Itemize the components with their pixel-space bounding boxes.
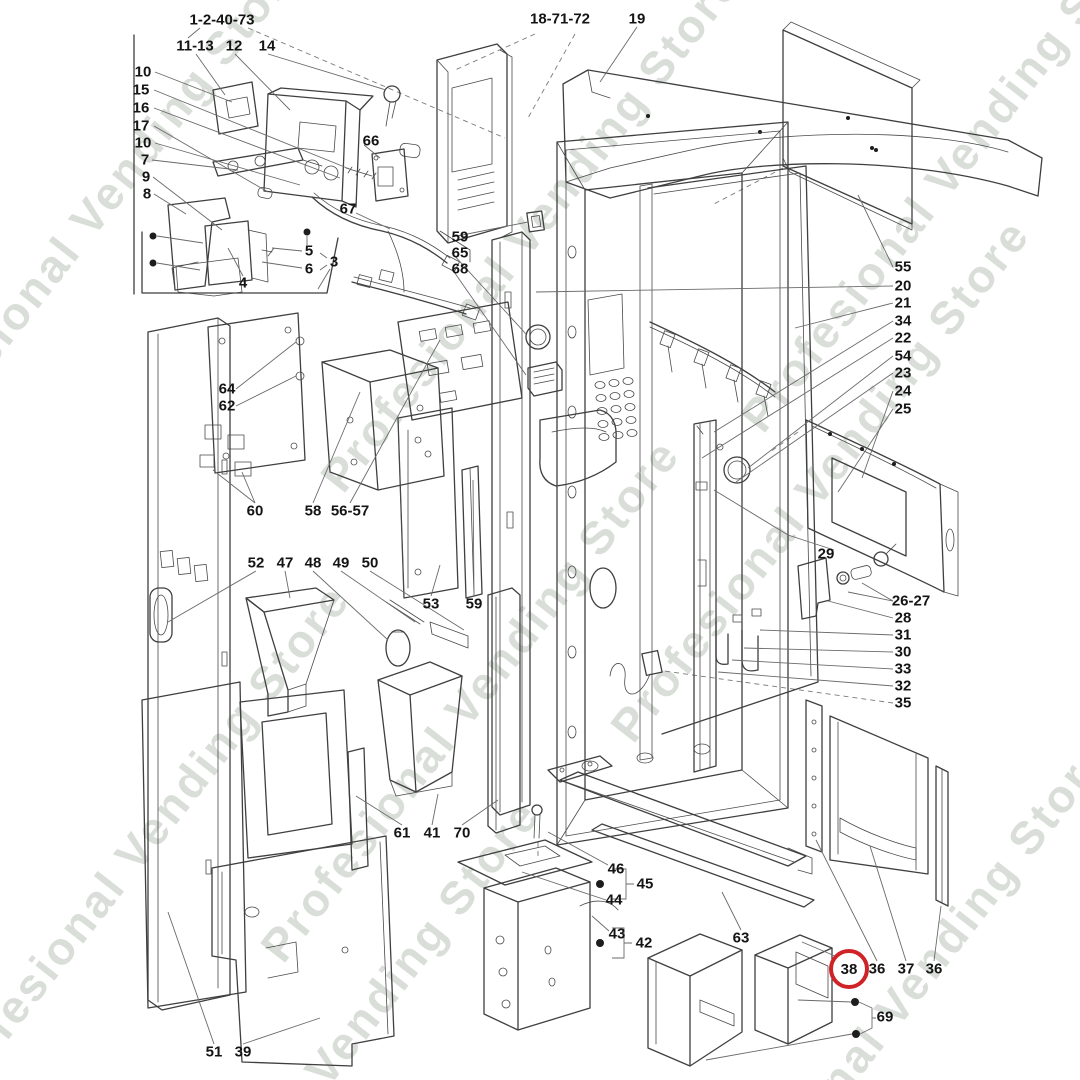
part-label-12: 12 — [225, 37, 243, 55]
part-label-5: 5 — [304, 242, 314, 260]
part-label-38: 38 — [829, 949, 869, 989]
part-label-59: 59 — [451, 228, 469, 246]
part-label-67: 67 — [339, 200, 357, 218]
part-label-3: 3 — [329, 253, 339, 271]
part-label-23: 23 — [894, 364, 912, 382]
part-label-36: 36 — [925, 960, 943, 978]
part-label-10: 10 — [134, 63, 152, 81]
display-bezel-drawing — [797, 419, 959, 620]
part-label-70: 70 — [453, 824, 471, 842]
part-label-51: 51 — [205, 1043, 223, 1061]
coin-board-and-harness-drawing — [311, 148, 481, 321]
part-label-56-57: 56-57 — [330, 502, 370, 520]
part-label-69: 69 — [876, 1008, 894, 1026]
part-label-64: 64 — [218, 380, 236, 398]
part-label-17: 17 — [132, 117, 150, 135]
mounting-bracket-drawing — [397, 407, 483, 599]
part-label-33: 33 — [894, 660, 912, 678]
part-label-55: 55 — [894, 258, 912, 276]
part-label-7: 7 — [140, 151, 150, 169]
part-label-44: 44 — [605, 891, 623, 909]
part-label-10: 10 — [134, 134, 152, 152]
part-label-35: 35 — [894, 694, 912, 712]
leader-lines — [151, 26, 942, 1061]
part-label-52: 52 — [247, 554, 265, 572]
part-label-43: 43 — [608, 925, 626, 943]
part-label-29: 29 — [817, 545, 835, 563]
part-label-34: 34 — [894, 312, 912, 330]
part-label-45: 45 — [636, 875, 654, 893]
part-label-19: 19 — [628, 10, 646, 28]
part-label-8: 8 — [142, 185, 152, 203]
part-label-49: 49 — [332, 554, 350, 572]
part-label-48: 48 — [304, 554, 322, 572]
part-label-53: 53 — [422, 595, 440, 613]
lower-left-frames-drawing — [239, 587, 521, 871]
part-label-31: 31 — [894, 626, 912, 644]
rear-top-panel-drawing — [782, 21, 921, 231]
part-label-37: 37 — [897, 960, 915, 978]
door-frame-drawing — [525, 121, 819, 846]
part-label-16: 16 — [132, 99, 150, 117]
pedestal-box-drawing — [457, 804, 619, 1031]
part-label-11-13: 11-13 — [176, 37, 214, 55]
hopper-boxes-drawing — [647, 933, 833, 1067]
part-label-22: 22 — [894, 329, 912, 347]
electronics-cluster-drawing — [199, 301, 523, 491]
part-label-25: 25 — [894, 400, 912, 418]
bullet-dots — [149, 228, 860, 1038]
control-panel-assembly-drawing — [133, 34, 421, 297]
part-label-20: 20 — [894, 277, 912, 295]
part-label-4: 4 — [238, 274, 248, 292]
part-label-42: 42 — [635, 934, 653, 952]
part-label-14: 14 — [258, 37, 276, 55]
part-label-58: 58 — [304, 502, 322, 520]
part-label-66: 66 — [362, 132, 380, 150]
part-label-30: 30 — [894, 643, 912, 661]
part-label-46: 46 — [607, 860, 625, 878]
part-label-26-27: 26-27 — [891, 592, 931, 610]
base-bars-drawing — [547, 755, 815, 908]
part-label-18-71-72: 18-71-72 — [529, 10, 591, 28]
part-label-60: 60 — [246, 502, 264, 520]
part-label-47: 47 — [276, 554, 294, 572]
part-label-24: 24 — [894, 382, 912, 400]
part-label-6: 6 — [304, 260, 314, 278]
part-label-68: 68 — [451, 260, 469, 278]
part-label-21: 21 — [894, 294, 912, 312]
part-label-41: 41 — [423, 824, 441, 842]
part-label-28: 28 — [894, 609, 912, 627]
part-label-9: 9 — [141, 168, 151, 186]
bottom-left-sheets-drawing — [141, 681, 395, 1067]
part-label-50: 50 — [361, 554, 379, 572]
part-label-62: 62 — [218, 397, 236, 415]
part-label-54: 54 — [894, 347, 912, 365]
part-label-61: 61 — [393, 824, 411, 842]
part-label-63: 63 — [732, 929, 750, 947]
construction-lines — [247, 27, 894, 860]
part-label-59: 59 — [465, 595, 483, 613]
part-label-15: 15 — [132, 81, 150, 99]
part-label-36: 36 — [868, 960, 886, 978]
part-label-39: 39 — [234, 1043, 252, 1061]
part-label-1-2-40-73: 1-2-40-73 — [189, 11, 255, 29]
part-label-65: 65 — [451, 244, 469, 262]
part-label-32: 32 — [894, 677, 912, 695]
